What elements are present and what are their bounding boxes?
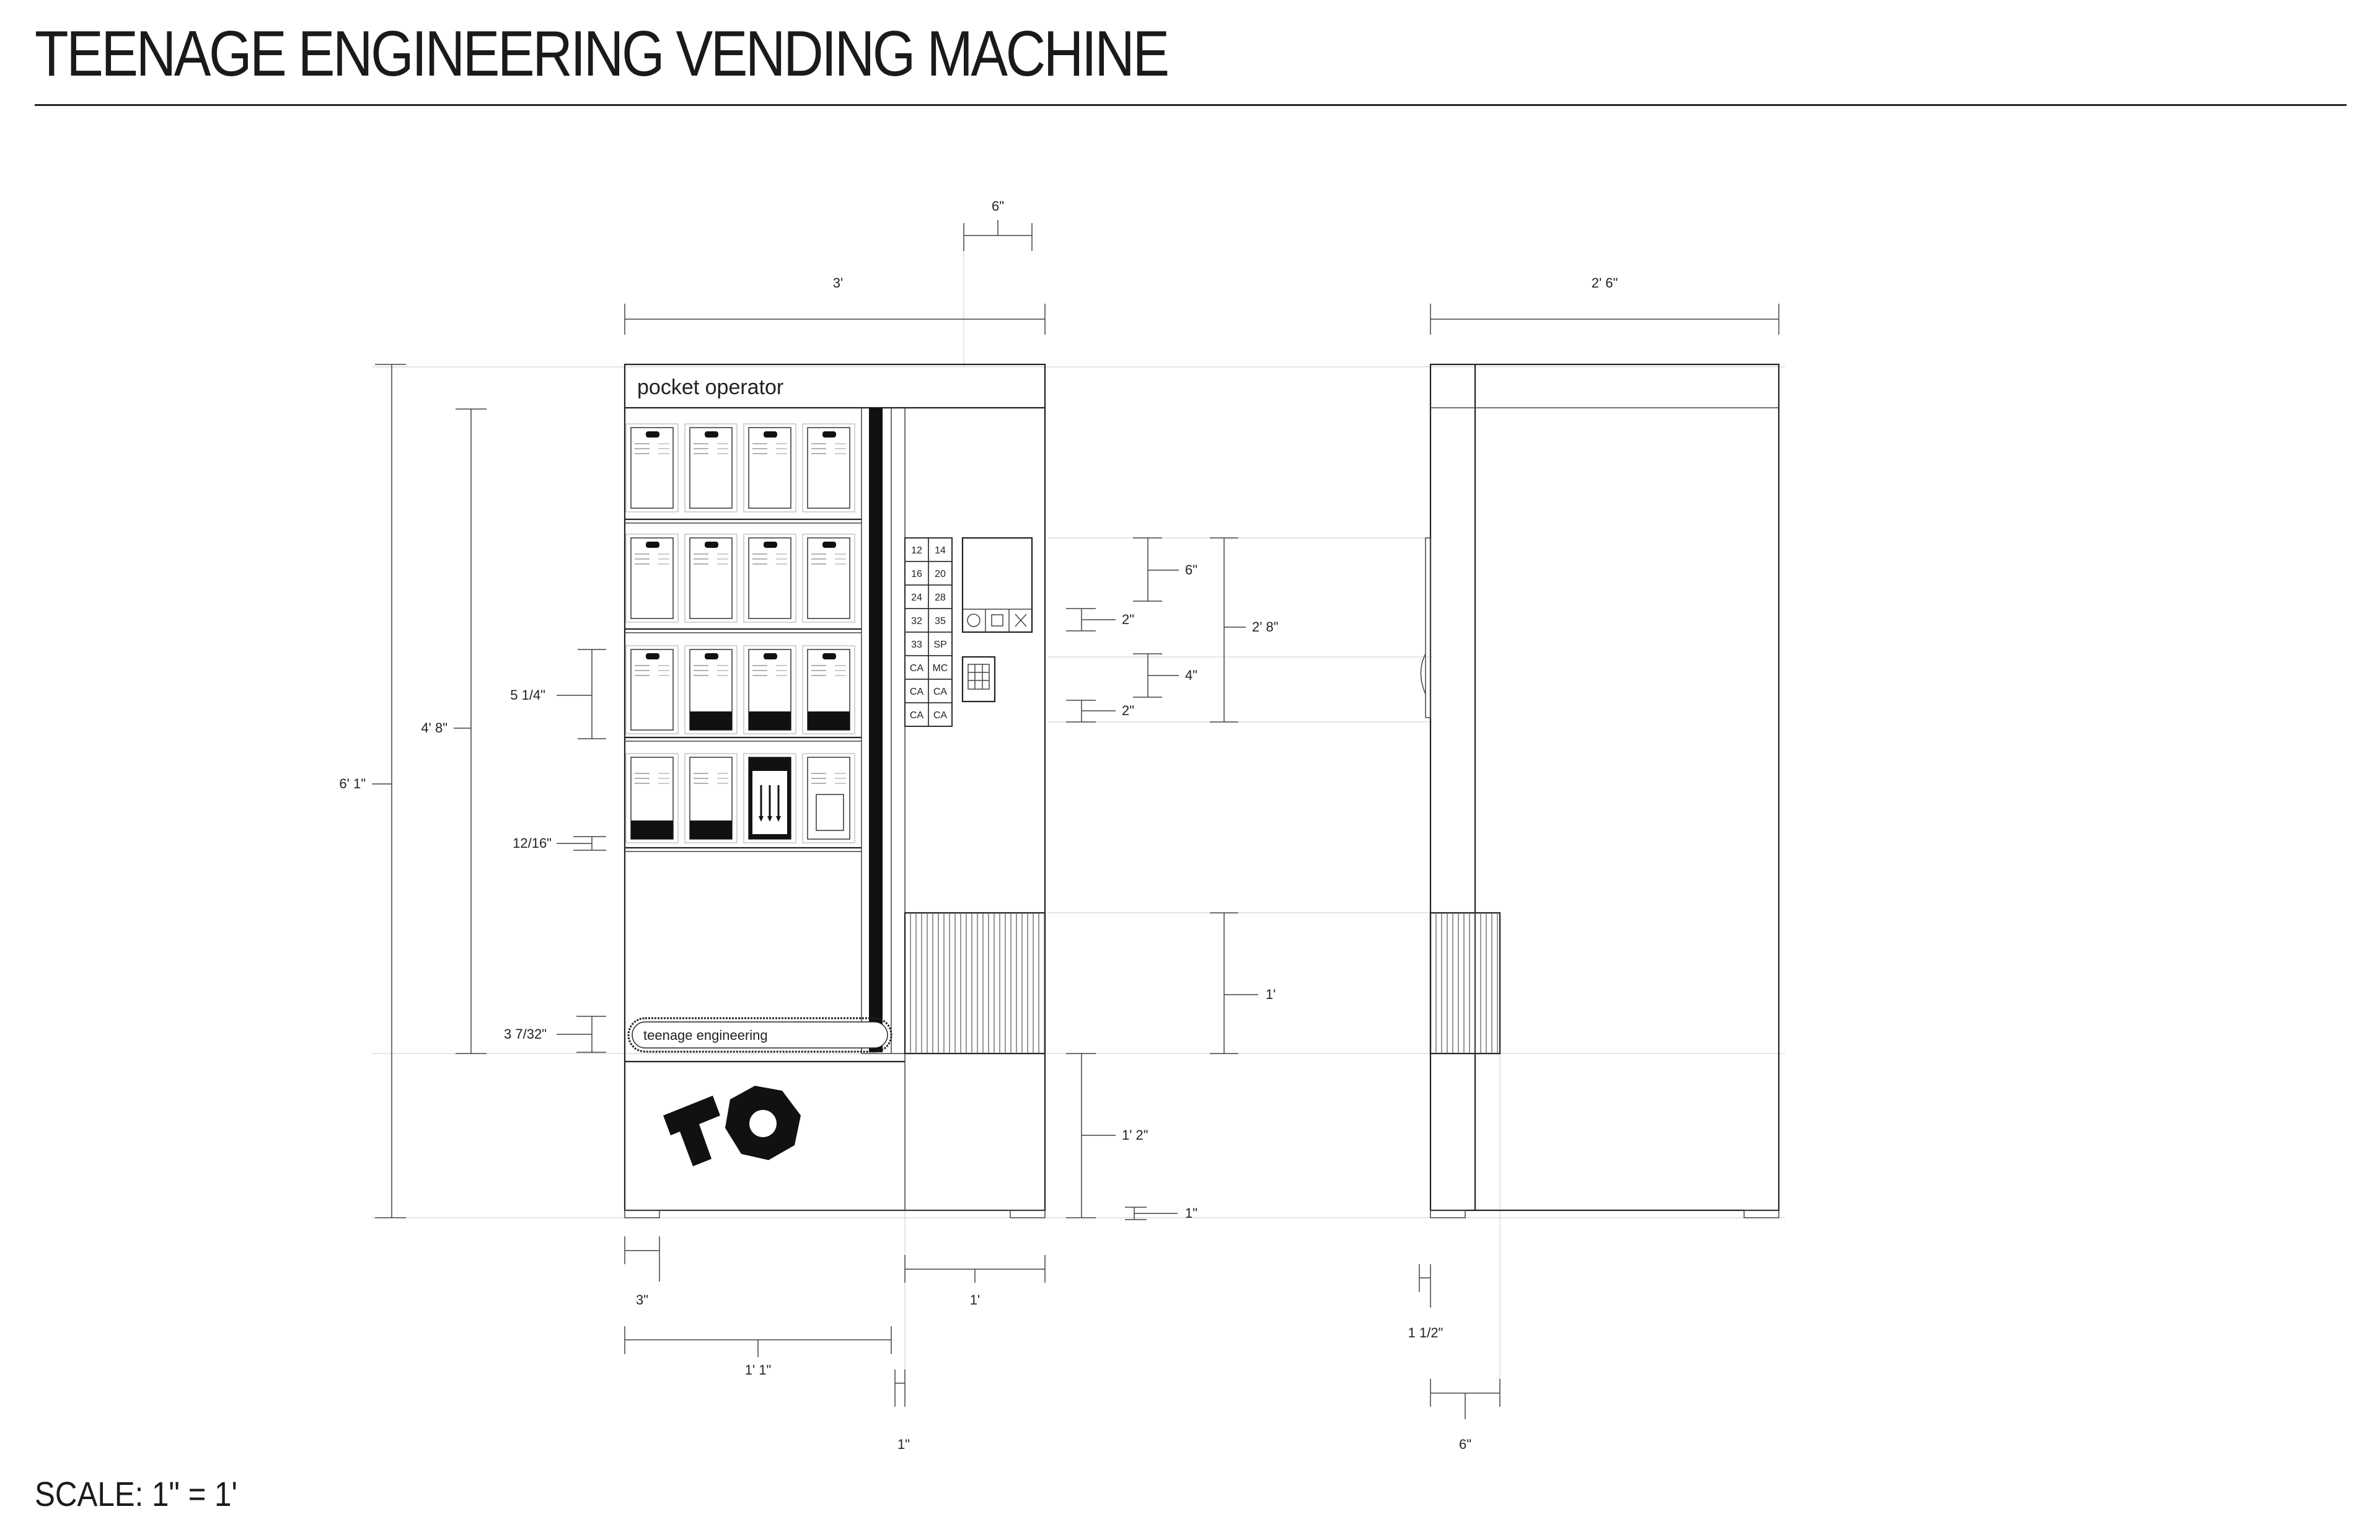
dim-control-height: 2' 8" bbox=[1252, 619, 1279, 635]
dim-screen-height: 6" bbox=[1185, 562, 1197, 578]
dispenser-slats bbox=[910, 913, 1045, 1054]
keypad-key: CA bbox=[928, 679, 953, 703]
product-package bbox=[684, 753, 738, 843]
teenage-engineering-logo bbox=[663, 1086, 801, 1166]
base-label-pill bbox=[627, 1017, 892, 1053]
dim-gap-upper: 2" bbox=[1122, 612, 1134, 627]
front-elevation: pocket operator teenage engineering bbox=[624, 363, 1046, 1218]
keypad-key: 33 bbox=[904, 631, 929, 656]
keypad-key-label: CA bbox=[910, 663, 924, 674]
product-package bbox=[625, 645, 679, 734]
keypad-key: MC bbox=[928, 655, 953, 680]
keypad-key-label: CA bbox=[933, 687, 948, 697]
dim-column-width: 6" bbox=[992, 198, 1004, 214]
dim-dispenser-height: 1' bbox=[1266, 987, 1276, 1002]
keypad-key-label: 28 bbox=[935, 592, 946, 603]
side-dispenser bbox=[1429, 912, 1501, 1055]
product-package bbox=[684, 534, 738, 623]
scale-label: SCALE: 1" = 1' bbox=[35, 1474, 237, 1513]
dim-base-band: 3 7/32" bbox=[504, 1026, 547, 1042]
dim-control-width: 1' bbox=[970, 1292, 980, 1308]
right-foot bbox=[1010, 1210, 1046, 1218]
product-packages bbox=[625, 423, 855, 843]
title-underline bbox=[35, 104, 2347, 106]
keypad-key: CA bbox=[928, 702, 953, 727]
keypad-key: 28 bbox=[928, 584, 953, 609]
dim-side-dispenser: 6" bbox=[1459, 1437, 1471, 1452]
keypad-key-label: 12 bbox=[911, 545, 922, 556]
keypad-key-label: 14 bbox=[935, 545, 946, 556]
selection-keypad: 12 14 16 20 24 28 32 35 33 SP CA MC CA CA CA CA bbox=[904, 537, 953, 727]
side-right-foot bbox=[1743, 1210, 1779, 1218]
cross-icon bbox=[1015, 614, 1027, 627]
pocket-operator-label: pocket operator bbox=[637, 376, 783, 399]
dim-side-foot: 1 1/2" bbox=[1408, 1325, 1443, 1340]
dim-front-width: 3' bbox=[833, 275, 843, 291]
page-title: TEENAGE ENGINEERING VENDING MACHINE bbox=[35, 18, 1170, 90]
dim-base-height: 1' 2" bbox=[1122, 1127, 1148, 1143]
keypad-key-label: 20 bbox=[935, 569, 946, 579]
keypad-key: 12 bbox=[904, 537, 929, 562]
side-cabinet-outline bbox=[1429, 363, 1780, 1212]
keypad-key-label: 35 bbox=[935, 616, 946, 627]
keypad-key: 24 bbox=[904, 584, 929, 609]
product-package bbox=[684, 423, 738, 513]
keypad-key-label: 16 bbox=[911, 569, 922, 579]
keypad-key-label: CA bbox=[933, 710, 948, 721]
product-package bbox=[743, 753, 796, 843]
keypad-key: 16 bbox=[904, 561, 929, 586]
keypad-key-label: CA bbox=[910, 710, 924, 721]
dim-gap: 1" bbox=[897, 1437, 910, 1452]
dim-payment-height: 4" bbox=[1185, 667, 1197, 683]
keypad-key: CA bbox=[904, 655, 929, 680]
dispenser-slot bbox=[904, 912, 1046, 1055]
keypad-key-label: CA bbox=[910, 687, 924, 697]
product-package bbox=[743, 423, 796, 513]
keypad-key: 35 bbox=[928, 608, 953, 633]
payment-terminal bbox=[961, 656, 996, 703]
keypad-key: CA bbox=[904, 702, 929, 727]
dim-product-height: 5 1/4" bbox=[510, 687, 545, 703]
window-frame-bar bbox=[869, 408, 883, 1052]
dim-side-width: 2' 6" bbox=[1592, 275, 1618, 291]
keypad-key: 20 bbox=[928, 561, 953, 586]
keypad-key-label: SP bbox=[933, 640, 946, 650]
product-package bbox=[684, 645, 738, 734]
product-package bbox=[743, 534, 796, 623]
dim-gap-lower: 2" bbox=[1122, 703, 1134, 718]
teenage-engineering-label: teenage engineering bbox=[643, 1027, 768, 1043]
dim-foot-height: 1" bbox=[1185, 1205, 1197, 1221]
product-package bbox=[625, 534, 679, 623]
product-package bbox=[802, 423, 855, 513]
product-package bbox=[625, 753, 679, 843]
keypad-key: 32 bbox=[904, 608, 929, 633]
product-package bbox=[802, 753, 855, 843]
keypad-key: CA bbox=[904, 679, 929, 703]
construction-guides bbox=[372, 235, 1785, 1388]
keypad-key: SP bbox=[928, 631, 953, 656]
dim-total-height: 6' 1" bbox=[339, 776, 366, 791]
product-package bbox=[743, 645, 796, 734]
product-package bbox=[802, 534, 855, 623]
product-package bbox=[625, 423, 679, 513]
dim-front-panel-width: 1' 1" bbox=[745, 1362, 772, 1378]
dim-foot-width: 3" bbox=[636, 1292, 648, 1308]
side-elevation bbox=[1420, 363, 1780, 1218]
dimension-lines: 3' 6" 6' 1" 4' 8" 5 1/4" 12/16" bbox=[339, 198, 1779, 1452]
circle-icon bbox=[967, 614, 981, 627]
keypad-key-label: 33 bbox=[911, 640, 922, 650]
keypad-key-label: 24 bbox=[911, 592, 922, 603]
product-package bbox=[802, 645, 855, 734]
dim-shelf-height: 4' 8" bbox=[421, 720, 447, 736]
square-icon bbox=[991, 614, 1003, 627]
display-screen bbox=[961, 537, 1033, 633]
keypad-key-label: 32 bbox=[911, 616, 922, 627]
side-left-foot bbox=[1430, 1210, 1466, 1218]
keypad-key-label: MC bbox=[933, 663, 948, 674]
left-foot bbox=[624, 1210, 660, 1218]
dim-shelf-spacing: 12/16" bbox=[513, 835, 552, 851]
keypad-key: 14 bbox=[928, 537, 953, 562]
